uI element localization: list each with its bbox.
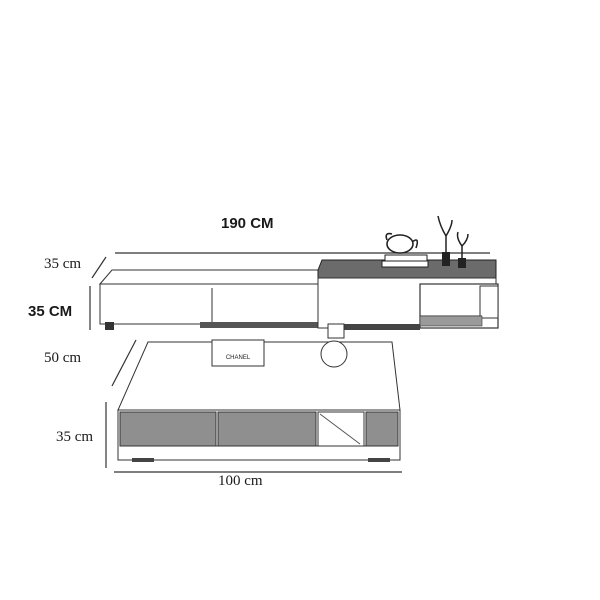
tv-depth-label: 35 cm [44, 256, 82, 272]
table-depth-dimension-line [111, 339, 137, 387]
tv-width-label: 190 CM [221, 215, 274, 232]
coffee-table: CHANEL [117, 323, 401, 462]
table-width-label: 100 cm [218, 473, 263, 489]
table-height-label: 35 cm [56, 429, 94, 445]
table-depth-label: 50 cm [44, 350, 82, 366]
tv-cabinet [98, 215, 499, 330]
tv-depth-dimension-line [91, 256, 107, 279]
box-label: CHANEL [226, 355, 251, 361]
tv-height-label: 35 CM [28, 303, 73, 320]
